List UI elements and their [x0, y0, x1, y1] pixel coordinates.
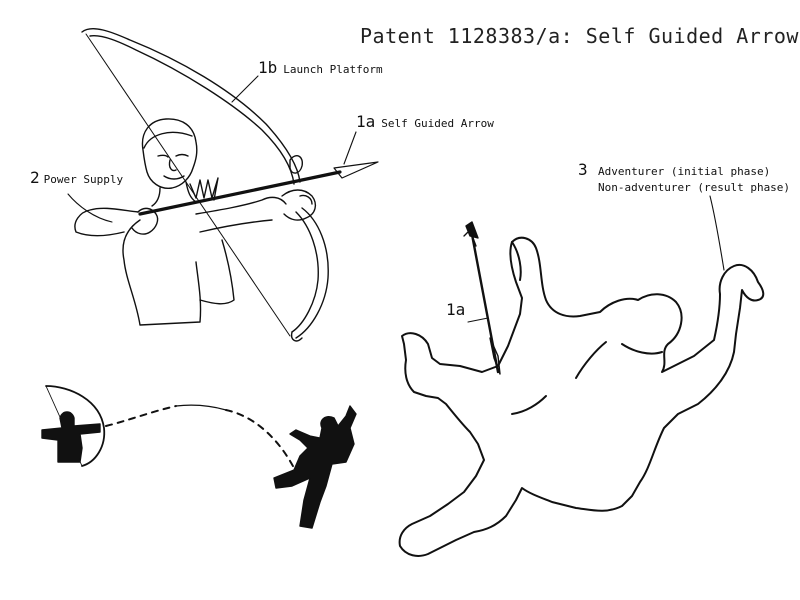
label-power-supply-number: 2: [30, 168, 40, 187]
archer-figure: [74, 118, 317, 326]
label-arrow-in-knee-number: 1a: [446, 300, 466, 319]
label-arrow-in-knee: 1a: [446, 300, 465, 319]
arrow-in-knee: [463, 221, 501, 375]
label-launch-platform: 1b Launch Platform: [258, 58, 383, 77]
bow-launch-platform: [81, 28, 329, 342]
mini-sequence: [41, 385, 357, 529]
label-launch-platform-number: 1b: [258, 58, 278, 77]
label-adventurer-number: 3: [578, 160, 588, 179]
adventurer-outline: [398, 236, 765, 557]
label-launch-platform-text: Launch Platform: [283, 63, 383, 76]
label-adventurer: 3: [578, 160, 588, 179]
leader-lines-right: [467, 195, 725, 323]
label-self-guided-arrow-text: Self Guided Arrow: [381, 117, 494, 130]
nocked-arrow: [138, 161, 379, 216]
label-power-supply-text: Power Supply: [43, 173, 124, 186]
label-self-guided-arrow-number: 1a: [356, 112, 376, 131]
label-adventurer-line2: Non-adventurer (result phase): [598, 181, 791, 194]
diagram-title: Patent 1128383/a: Self Guided Arrow: [360, 24, 799, 48]
label-adventurer-line1: Adventurer (initial phase): [598, 165, 771, 178]
label-self-guided-arrow: 1a Self Guided Arrow: [356, 112, 494, 131]
leader-lines-top: [67, 75, 357, 223]
